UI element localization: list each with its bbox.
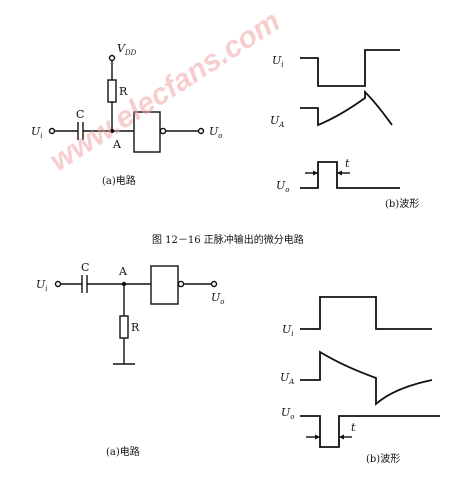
- top-vdd-label: VDD: [117, 42, 137, 57]
- bottom-gate-bubble: [177, 280, 185, 288]
- bottom-node-a-label: A: [118, 265, 128, 278]
- top-c-label: C: [76, 108, 84, 121]
- watermark-text: www.elecfans.com: [44, 5, 286, 178]
- bottom-resistor: [119, 315, 129, 339]
- top-uo-label: Uo: [209, 125, 223, 140]
- bottom-input-terminal: [54, 280, 62, 288]
- top-circuit-caption: (a)电路: [102, 174, 136, 187]
- top-gate-bubble: [159, 127, 167, 135]
- bottom-r-label: R: [131, 321, 140, 334]
- figure-title: 图 12－16 正脉冲输出的微分电路: [152, 233, 304, 246]
- top-r-label: R: [119, 85, 128, 98]
- bottom-wave-t-label: t: [351, 421, 356, 434]
- bottom-waveform: Ui UA Uo t (b)波形: [280, 296, 440, 465]
- top-t-arrowhead-left: [313, 170, 318, 176]
- top-ua-wave: [300, 89, 393, 127]
- top-circuit: VDD R C A Ui Uo (a)电路: [31, 42, 223, 187]
- top-wave-ui-label: Ui: [272, 54, 284, 69]
- bottom-wave-uo-label: Uo: [281, 406, 295, 421]
- bottom-wave-ua-label: UA: [280, 371, 294, 386]
- bottom-ui-wave: [300, 296, 432, 330]
- bottom-gate: [150, 265, 179, 305]
- bottom-wave-ui-label: Ui: [282, 323, 294, 338]
- top-waveform: Ui UA Uo t (b)波形: [270, 49, 419, 210]
- top-resistor: [107, 79, 117, 103]
- bottom-waveform-caption: (b)波形: [366, 452, 400, 465]
- top-node-a-label: A: [112, 138, 122, 151]
- top-wave-ua-label: UA: [270, 114, 284, 129]
- bottom-uo-wave: [300, 415, 440, 448]
- bottom-ua-wave: [300, 350, 433, 407]
- top-ui-label: Ui: [31, 125, 43, 140]
- top-wave-uo-label: Uo: [276, 179, 290, 194]
- bottom-t-arrowhead-left: [315, 434, 320, 440]
- top-output-terminal: [197, 127, 205, 135]
- top-vdd-terminal: [108, 54, 116, 62]
- bottom-circuit: Ui C A R Uo (a)电路: [36, 261, 225, 458]
- bottom-circuit-caption: (a)电路: [106, 445, 140, 458]
- bottom-uo-label: Uo: [211, 291, 225, 306]
- top-uo-wave: [300, 161, 400, 189]
- bottom-ui-label: Ui: [36, 278, 48, 293]
- top-wave-t-label: t: [345, 157, 350, 170]
- bottom-c-label: C: [81, 261, 89, 274]
- top-t-arrowhead-right: [337, 170, 342, 176]
- top-ui-wave: [300, 49, 400, 87]
- top-node-a-dot: [109, 128, 115, 134]
- top-input-terminal: [48, 127, 56, 135]
- bottom-output-terminal: [210, 280, 218, 288]
- top-waveform-caption: (b)波形: [385, 197, 419, 210]
- bottom-t-arrowhead-right: [339, 434, 344, 440]
